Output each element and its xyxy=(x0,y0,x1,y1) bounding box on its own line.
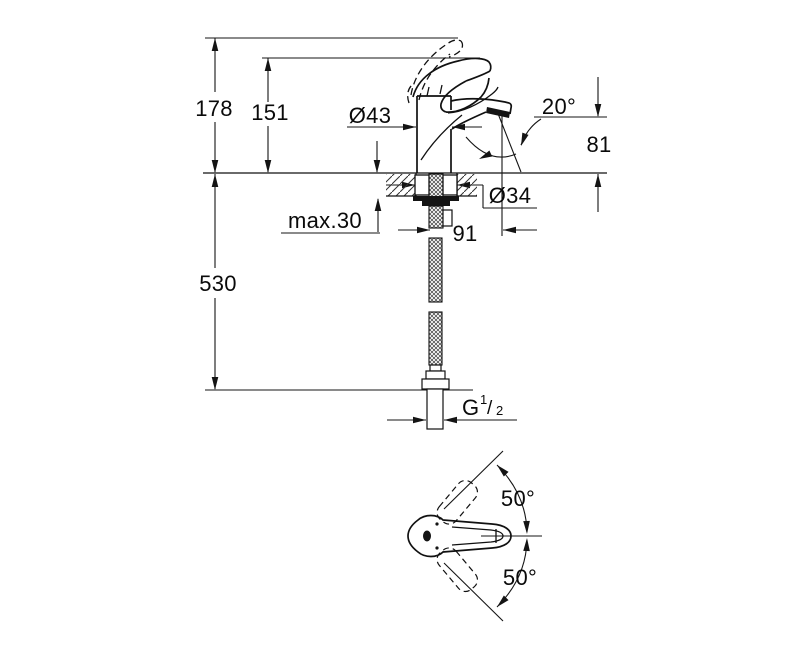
label-hose-length: 530 xyxy=(199,271,237,296)
label-thread-letter: G xyxy=(462,395,479,420)
spout-top xyxy=(450,97,513,115)
lever-swing-upper-dashed xyxy=(436,479,479,525)
lever-outer-curve xyxy=(412,57,492,98)
faucet-front-view xyxy=(407,39,513,173)
deck-hatch-right xyxy=(457,174,477,196)
threaded-shank-upper xyxy=(428,173,444,199)
deck-hole-edges xyxy=(386,173,477,197)
flex-hose-upper xyxy=(428,237,443,303)
label-spout-projection: 91 xyxy=(452,221,477,246)
label-thread-slash: / xyxy=(487,398,493,419)
lever-lifted-inner xyxy=(418,53,451,101)
thread-tail-g12 xyxy=(426,388,444,430)
mounting-flange xyxy=(413,196,459,201)
label-total-height: 178 xyxy=(195,96,233,121)
spacer-left xyxy=(414,174,430,196)
lever-lifted-tip xyxy=(448,40,464,58)
aerator xyxy=(486,107,510,118)
label-max-deck-thickness: max.30 xyxy=(288,208,362,233)
marker-dot-top xyxy=(435,522,439,526)
label-hole-diameter: Ø34 xyxy=(489,183,531,208)
lever-swing-lower-dashed xyxy=(436,547,479,593)
lever-loop-inner-left xyxy=(440,80,467,113)
mounting-nut xyxy=(422,201,450,206)
swing-line-lower xyxy=(443,562,504,622)
lever-lifted-outer xyxy=(410,39,462,96)
label-thread-denominator: 2 xyxy=(496,403,503,418)
hose-neck xyxy=(429,364,442,372)
labels: 178 151 530 Ø43 20° 81 max.30 Ø34 91 G 1… xyxy=(195,94,611,590)
label-stream-angle: 20° xyxy=(542,94,576,119)
label-body-diameter: Ø43 xyxy=(349,103,391,128)
flex-hose-lower xyxy=(428,311,443,366)
label-lever-height: 151 xyxy=(251,100,289,125)
spout-underside xyxy=(451,111,487,130)
hose-nut xyxy=(421,378,450,390)
lever-lower-lip xyxy=(447,86,499,114)
handle-topview-outline xyxy=(407,514,512,558)
mounting-and-hose xyxy=(386,173,477,430)
label-swing-angle-upper: 50° xyxy=(501,486,535,511)
label-outlet-height: 81 xyxy=(586,132,611,157)
label-thread-numerator: 1 xyxy=(480,392,487,407)
spacer-right xyxy=(442,174,458,196)
deck-hatch-left xyxy=(386,174,416,196)
stream-angle-line xyxy=(496,110,522,173)
swing-line-upper xyxy=(443,450,504,510)
temperature-indicator-dot xyxy=(423,530,431,542)
label-swing-angle-lower: 50° xyxy=(503,565,537,590)
lever-tip-underside xyxy=(465,70,491,82)
body-blend-curve xyxy=(420,114,463,161)
lever-loop-inner-right xyxy=(445,77,490,113)
lever-lifted-pivot-arc xyxy=(407,83,414,104)
reference-lines xyxy=(203,37,607,391)
pivot-ticks xyxy=(426,84,443,97)
handle-top-view xyxy=(407,450,542,622)
connection-stub xyxy=(442,209,453,227)
dimension-lines xyxy=(214,38,599,421)
threaded-shank-lower xyxy=(428,205,444,229)
hose-nut-top xyxy=(425,370,446,380)
marker-dot-bottom xyxy=(435,546,439,550)
